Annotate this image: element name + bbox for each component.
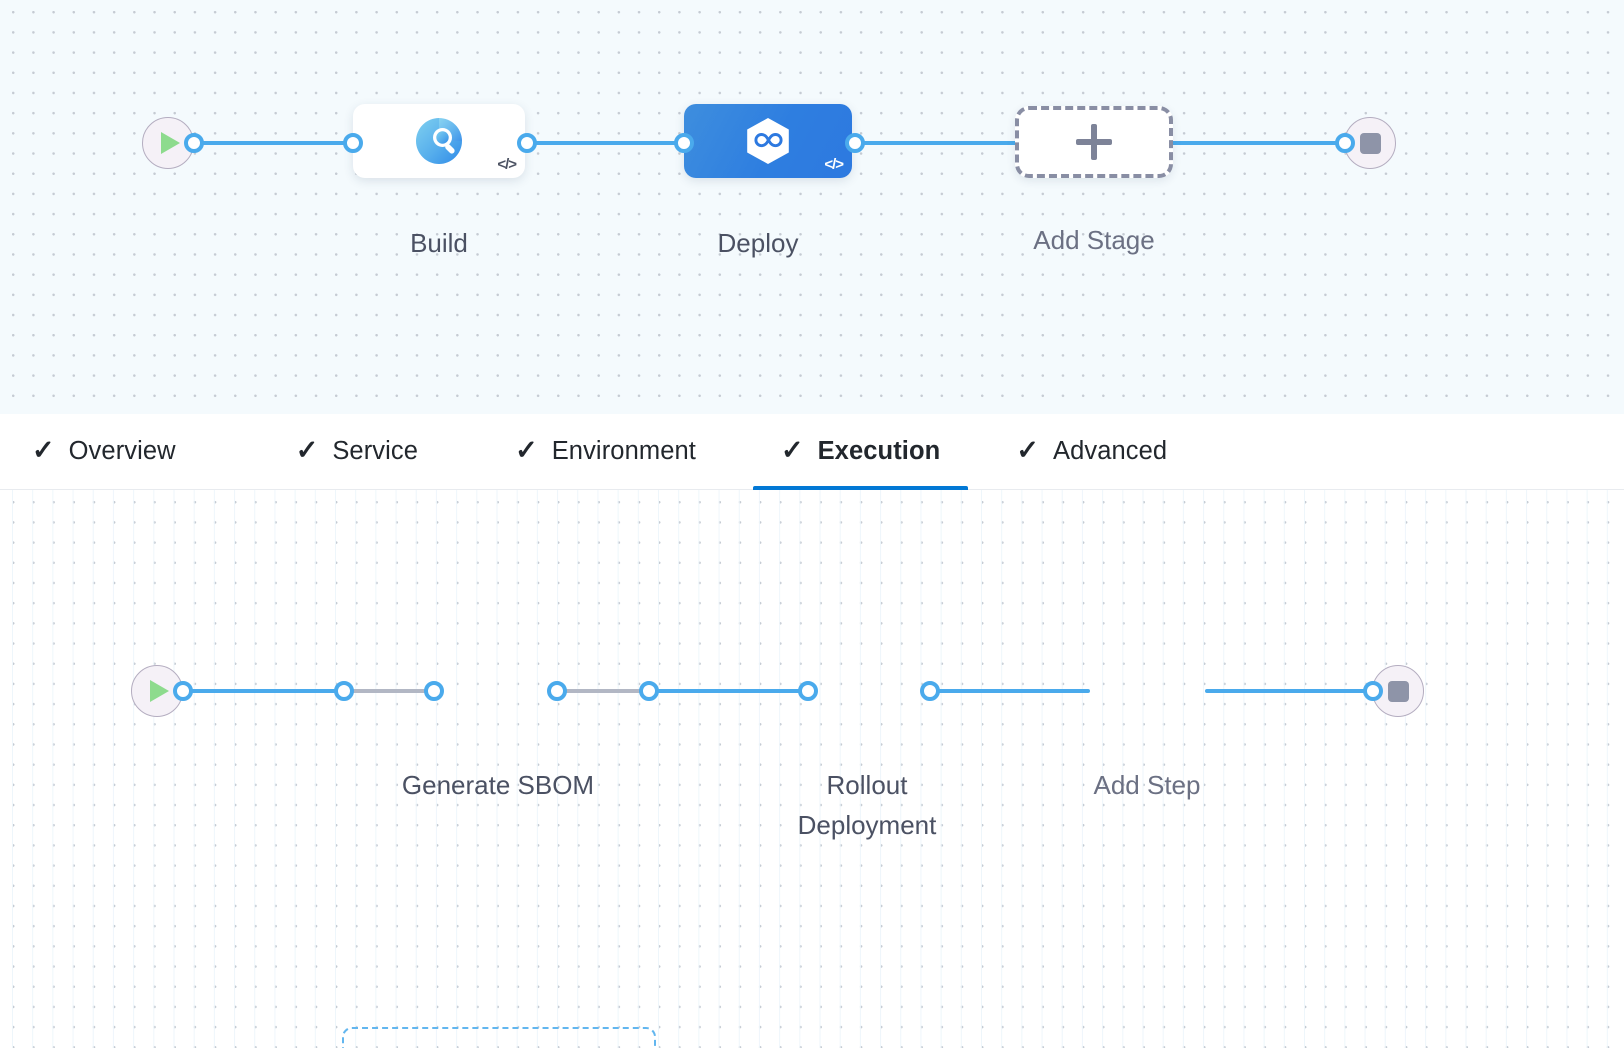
check-icon: ✓ [780, 435, 804, 465]
tab-label: Overview [68, 437, 176, 465]
port-sbom-out[interactable] [547, 681, 567, 701]
check-icon: ✓ [32, 435, 55, 465]
add-stage-label: Add Stage [1033, 225, 1155, 255]
edge-rollout-to-addstep [925, 689, 1090, 693]
port-exec-end-in[interactable] [1363, 681, 1383, 701]
port-sbom-in[interactable] [424, 681, 444, 701]
add-stage-button[interactable] [1015, 106, 1173, 178]
execution-graph-canvas[interactable]: SSCA Steps </> Generate SBOM [0, 490, 1624, 1048]
tab-advanced[interactable]: ✓ Advanced [1016, 414, 1167, 490]
edge-sbom-to-group-out [556, 689, 650, 693]
add-step-label: Add Step [1093, 770, 1201, 800]
edge-group-in-to-sbom [348, 689, 436, 693]
edge-add-to-end [1160, 141, 1358, 145]
tab-execution[interactable]: ✓ Execution [752, 414, 969, 490]
stage-graph-canvas[interactable]: </> Build </> Deploy Add Stage [0, 0, 1624, 414]
edge-group-to-rollout [645, 689, 817, 693]
edge-start-to-build [190, 141, 358, 145]
check-icon: ✓ [515, 435, 538, 465]
stop-icon [1359, 132, 1381, 154]
stage-label-build: Build [410, 228, 468, 258]
port-exec-start-out[interactable] [173, 681, 193, 701]
check-icon: ✓ [295, 435, 319, 465]
port-rollout-out[interactable] [920, 681, 940, 701]
edge-deploy-to-add [846, 141, 1026, 145]
port-build-out[interactable] [517, 133, 537, 153]
port-build-in[interactable] [343, 133, 363, 153]
edge-build-to-deploy [520, 141, 692, 145]
play-icon [150, 680, 169, 702]
port-rollout-in[interactable] [798, 681, 818, 701]
port-start-out[interactable] [184, 133, 204, 153]
step-label-rollout-deployment: Rollout Deployment [797, 770, 937, 841]
tab-environment[interactable]: ✓ Environment [515, 414, 696, 490]
port-deploy-out[interactable] [845, 133, 865, 153]
harness-cd-icon [747, 118, 789, 164]
tab-service[interactable]: ✓ Service [296, 414, 418, 490]
tab-label: Environment [551, 437, 696, 465]
tab-label: Advanced [1052, 437, 1168, 465]
step-label-generate-sbom: Generate SBOM [401, 770, 595, 800]
stop-icon [1387, 680, 1409, 702]
tab-label: Service [332, 437, 419, 465]
port-group-out[interactable] [639, 681, 659, 701]
stage-card-build[interactable]: </> [353, 104, 525, 178]
port-end-in[interactable] [1335, 133, 1355, 153]
play-icon [161, 132, 180, 154]
check-icon: ✓ [1016, 435, 1039, 465]
stage-card-deploy[interactable]: </> [684, 104, 852, 178]
build-code-badge[interactable]: </> [497, 156, 517, 173]
tab-overview[interactable]: ✓ Overview [32, 414, 176, 490]
port-group-in[interactable] [334, 681, 354, 701]
tab-label: Execution [817, 437, 941, 465]
edge-addstep-to-exec-end [1205, 689, 1375, 693]
stage-config-tabs: ✓ Overview ✓ Service ✓ Environment ✓ Exe… [0, 414, 1624, 490]
deploy-code-badge[interactable]: </> [824, 156, 844, 173]
step-group-ssca[interactable]: SSCA Steps [342, 1027, 656, 1048]
stage-label-deploy: Deploy [717, 228, 799, 258]
port-deploy-in[interactable] [674, 133, 694, 153]
active-tab-underline [752, 485, 969, 490]
plus-icon [1076, 124, 1112, 160]
edge-exec-start-to-group [178, 689, 350, 693]
build-ci-icon [416, 118, 462, 164]
